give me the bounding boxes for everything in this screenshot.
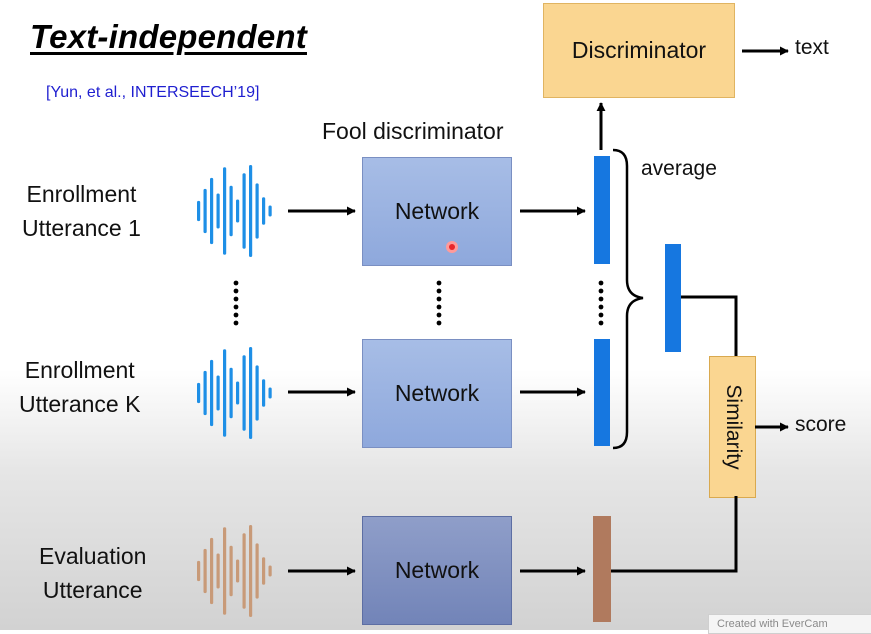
waveform-bar [216,193,220,229]
waveform-bar [216,375,220,411]
waveform-bar [203,548,207,594]
waveform-bar [236,381,240,405]
waveform-bar [242,173,246,249]
network-box-evaluation: Network [362,516,512,625]
waveform-evaluation-icon [197,525,272,617]
fool-discriminator-label: Fool discriminator [322,118,504,144]
discriminator-box: Discriminator [543,3,735,98]
waveform-bar [210,537,214,605]
waveform-bar [197,382,201,404]
waveform-bar [197,200,201,222]
waveform-bar [268,387,272,399]
citation: [Yun, et al., INTERSEECH’19] [46,84,260,101]
waveform-bar [197,560,201,582]
enrollment-k-line1: Enrollment [24,357,135,383]
waveform-bar [210,177,214,245]
embedding-evaluation [593,516,611,622]
enrollment-k-line2: Utterance K [19,391,141,417]
score-output-label: score [795,413,847,436]
waveform-bar [203,188,207,234]
ellipsis-dots-waveform [233,280,239,326]
evaluation-line2: Utterance [42,577,143,603]
embedding-average [665,244,681,352]
waveform-bar [203,370,207,416]
waveform-bar [242,355,246,431]
average-brace [612,148,644,450]
waveform-bar [249,347,253,439]
waveform-bar [210,359,214,427]
network-box-enrollment-1: Network [362,157,512,266]
line-evaluation-to-similarity [611,496,738,573]
network-box-enrollment-k: Network [362,339,512,448]
page-title: Text-independent [30,18,307,55]
waveform-bar [249,165,253,257]
waveform-bar [223,349,227,437]
waveform-bar [255,365,259,421]
waveform-bar [223,167,227,255]
text-output-label: text [795,36,829,59]
ellipsis-dots-network [436,280,442,326]
waveform-bar [229,185,233,237]
waveform-bar [236,559,240,583]
similarity-box: Similarity [709,356,756,498]
cursor-pointer-center [449,244,455,250]
waveform-bar [255,543,259,599]
enrollment-1-line2: Utterance 1 [22,215,141,241]
waveform-bar [236,199,240,223]
waveform-bar [229,545,233,597]
waveform-bar [262,379,266,407]
ellipsis-dots-embedding [598,280,604,326]
evaluation-label: Evaluation Utterance [39,539,146,607]
waveform-bar [268,565,272,577]
waveform-enrollment-k-icon [197,347,272,439]
embedding-enrollment-1 [594,156,610,264]
waveform-bar [242,533,246,609]
average-label: average [641,157,717,180]
line-average-to-similarity [681,295,738,356]
embedding-enrollment-k [594,339,610,446]
waveform-bar [229,367,233,419]
waveform-bar [262,557,266,585]
waveform-bar [255,183,259,239]
enrollment-1-label: Enrollment Utterance 1 [22,177,141,245]
waveform-bar [216,553,220,589]
waveform-bar [223,527,227,615]
enrollment-k-label: Enrollment Utterance K [19,353,140,421]
waveform-bar [268,205,272,217]
waveform-bar [262,197,266,225]
enrollment-1-line1: Enrollment [26,181,137,207]
evaluation-line1: Evaluation [39,543,147,569]
waveform-bar [249,525,253,617]
waveform-enrollment-1-icon [197,165,272,257]
